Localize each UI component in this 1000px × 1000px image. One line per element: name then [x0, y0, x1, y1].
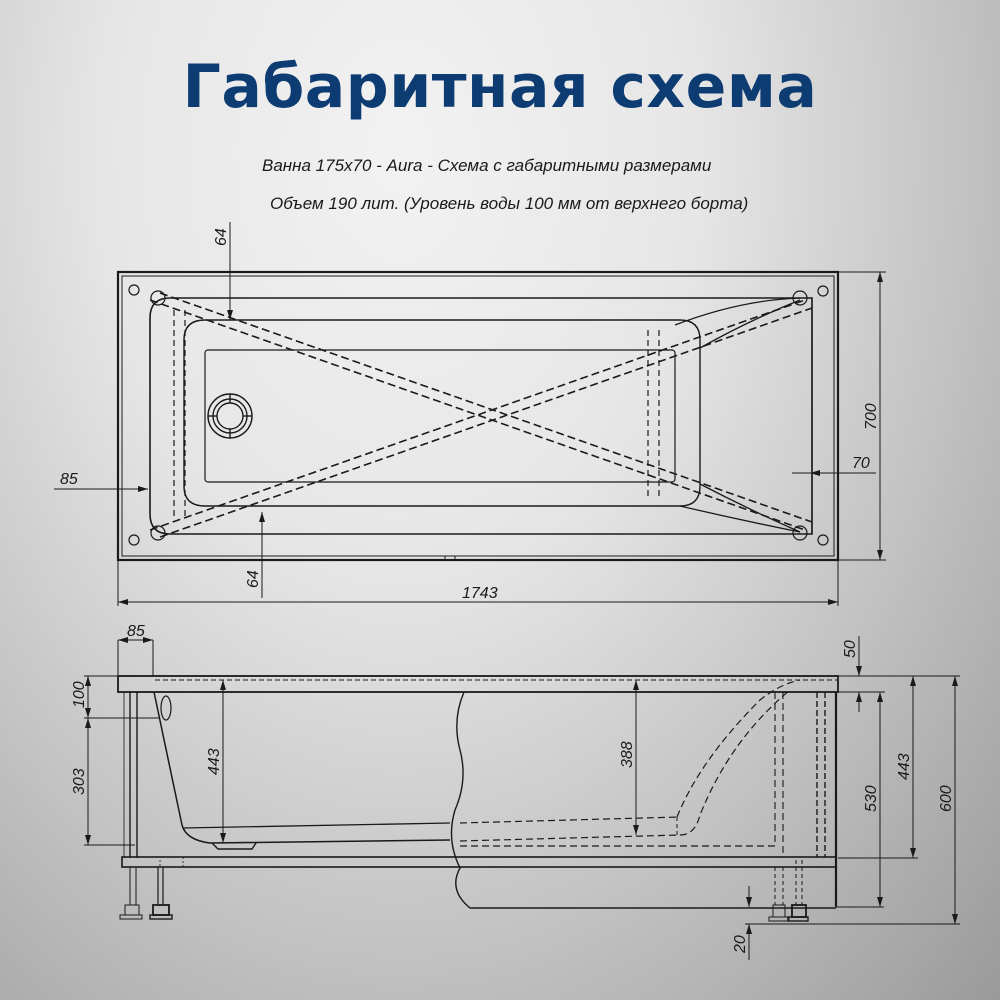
- dim-depth-right: 443: [896, 753, 913, 780]
- dim-depth-left: 443: [206, 748, 223, 775]
- dim-total-height: 600: [938, 785, 955, 812]
- dim-leg-adjust: 20: [732, 935, 749, 954]
- subtitle-volume: Объем 190 лит. (Уровень воды 100 мм от в…: [270, 194, 749, 213]
- drain-icon: [207, 393, 253, 439]
- dim-length: 1743: [462, 585, 498, 602]
- dim-frame-height: 530: [863, 785, 880, 812]
- page-title: Габаритная схема: [182, 52, 818, 122]
- dim-water-level: 100: [71, 681, 88, 708]
- dim-rim-thickness: 50: [842, 640, 859, 658]
- top-view-dimensions: [54, 222, 886, 606]
- side-view: [117, 675, 839, 922]
- dim-overflow-height: 303: [71, 768, 88, 795]
- dim-left-rim: 85: [60, 471, 78, 488]
- subtitle-model: Ванна 175х70 - Aura - Схема с габаритным…: [262, 156, 712, 175]
- dim-depth-center: 388: [619, 741, 636, 768]
- dim-rim-overhang: 85: [127, 623, 145, 640]
- dim-right-rim: 70: [852, 455, 870, 472]
- top-view: [116, 270, 840, 562]
- dim-bottom-rim: 64: [245, 570, 262, 588]
- dim-width: 700: [863, 403, 880, 430]
- dim-top-rim: 64: [213, 228, 230, 246]
- side-view-dimensions: [84, 636, 960, 960]
